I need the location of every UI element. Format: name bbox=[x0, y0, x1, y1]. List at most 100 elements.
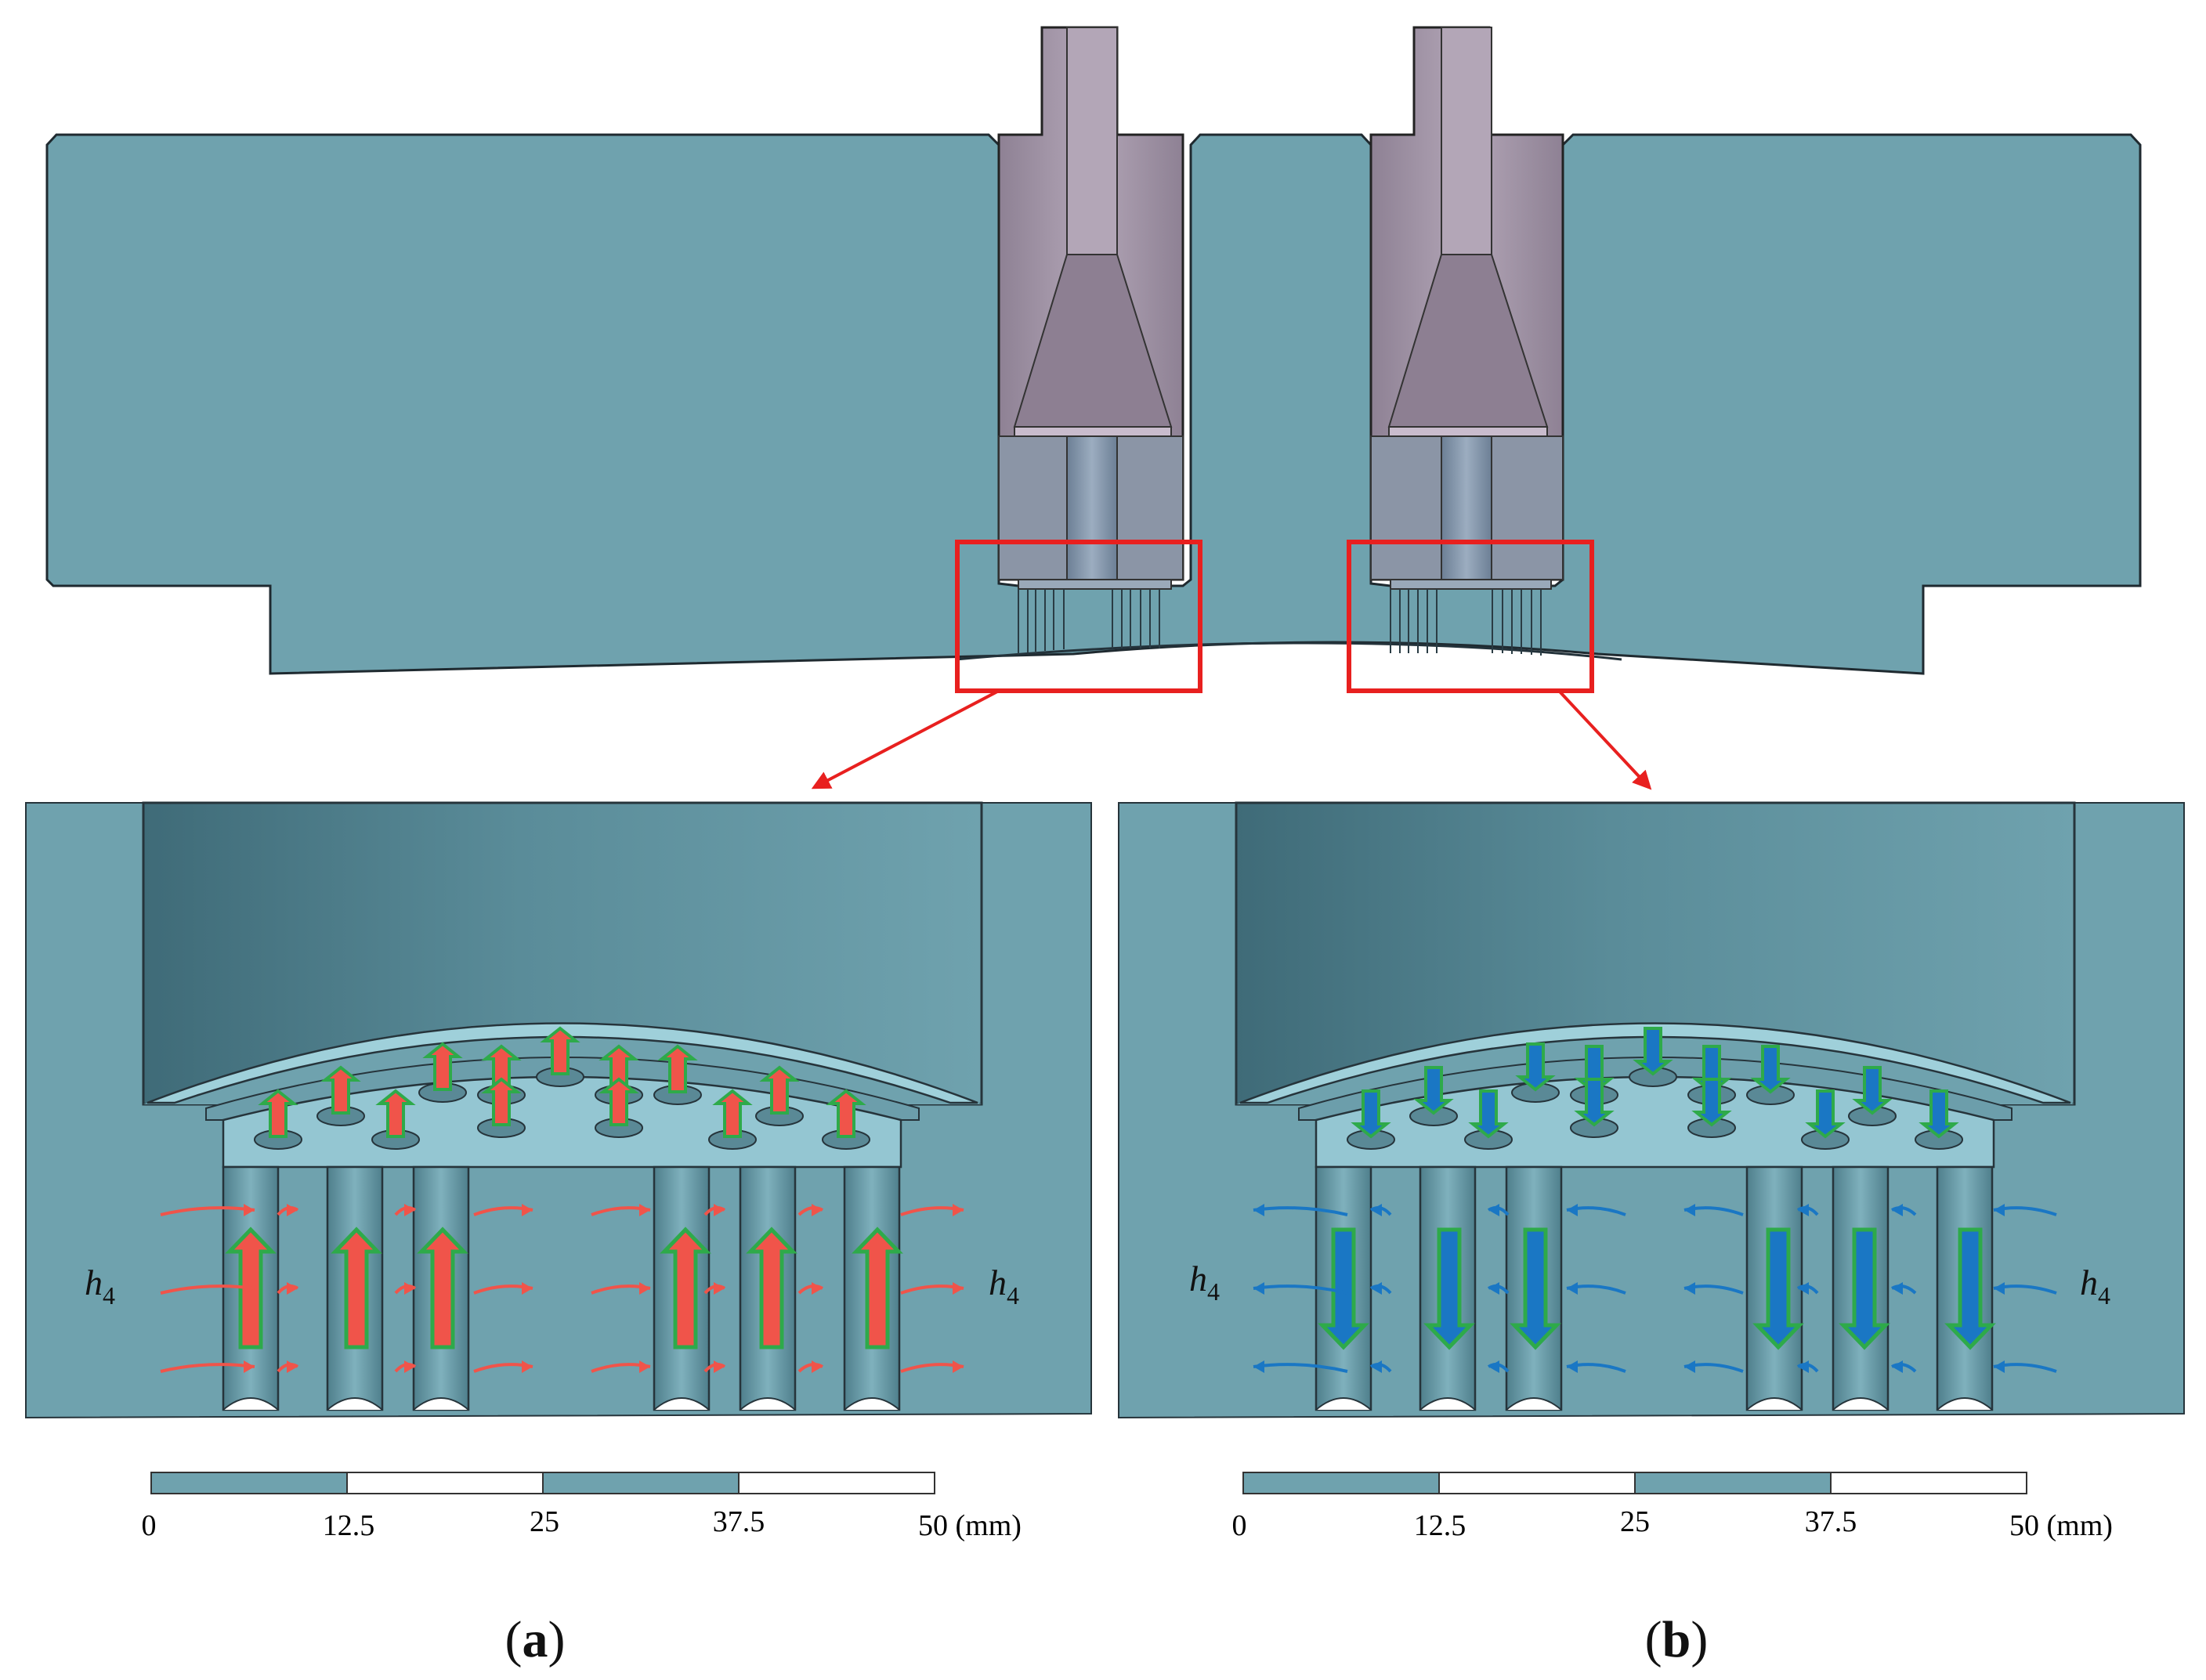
heat-transfer-arrowhead bbox=[1892, 1204, 1903, 1216]
flow-arrow-small bbox=[540, 1026, 580, 1075]
part-cavity-line bbox=[955, 641, 1622, 661]
heat-transfer-arrowhead bbox=[1994, 1282, 2005, 1295]
heat-transfer-arrowhead bbox=[953, 1204, 964, 1216]
detail-panel-b: h4 h4 bbox=[1118, 801, 2185, 1419]
scale-tick: 25 bbox=[1620, 1505, 1650, 1538]
zoom-arrow-right bbox=[1557, 689, 1652, 790]
pipe-opening bbox=[1315, 1397, 1372, 1411]
scale-tick: 50 (mm) bbox=[918, 1509, 1022, 1542]
heat-transfer-arrowhead bbox=[1253, 1204, 1264, 1216]
heat-transfer-arrowhead bbox=[714, 1282, 725, 1295]
highlight-box-left bbox=[955, 540, 1202, 693]
scale-tick: 37.5 bbox=[1805, 1505, 1857, 1538]
pipe-opening bbox=[1832, 1397, 1889, 1411]
pipe-opening bbox=[844, 1397, 900, 1411]
flow-arrow-small bbox=[1413, 1066, 1454, 1115]
heat-transfer-arrowhead bbox=[1994, 1204, 2005, 1216]
heat-transfer-arrowhead bbox=[812, 1204, 823, 1216]
heat-transfer-arrowhead bbox=[1892, 1360, 1903, 1373]
scale-bar-a: 0 12.5 25 37.5 50 (mm) bbox=[142, 1472, 1022, 1542]
flow-arrow-large bbox=[852, 1227, 903, 1349]
top-cross-section bbox=[45, 26, 2142, 790]
flow-arrow-small bbox=[826, 1089, 866, 1138]
pipe-opening bbox=[653, 1397, 710, 1411]
heat-transfer-arrowhead bbox=[1488, 1204, 1499, 1216]
heat-transfer-arrowhead bbox=[1488, 1360, 1499, 1373]
scale-tick: 12.5 bbox=[1414, 1509, 1466, 1542]
flow-arrow-small bbox=[258, 1089, 298, 1138]
heat-transfer-arrowhead bbox=[404, 1360, 415, 1373]
pipe-opening bbox=[1506, 1397, 1562, 1411]
heat-transfer-arrowhead bbox=[522, 1282, 533, 1295]
scale-tick: 37.5 bbox=[713, 1505, 765, 1538]
heat-transfer-arrowhead bbox=[522, 1360, 533, 1373]
pipe-opening bbox=[413, 1397, 469, 1411]
flow-arrow-small bbox=[481, 1077, 522, 1126]
h4-label-right: h4 bbox=[989, 1263, 1019, 1310]
flow-arrow-large bbox=[1944, 1227, 1996, 1350]
heat-transfer-arrowhead bbox=[522, 1204, 533, 1216]
flow-arrow-small bbox=[375, 1089, 416, 1138]
heat-transfer-arrowhead bbox=[1798, 1204, 1809, 1216]
heat-transfer-arrowhead bbox=[714, 1204, 725, 1216]
flow-arrow-small bbox=[1515, 1042, 1556, 1092]
flow-arrow-small bbox=[657, 1044, 698, 1093]
pipe-opening bbox=[327, 1397, 383, 1411]
heat-transfer-arrowhead bbox=[244, 1360, 255, 1373]
flow-arrow-large bbox=[746, 1227, 797, 1349]
h4-label-left: h4 bbox=[1189, 1259, 1220, 1306]
heat-transfer-arrowhead bbox=[953, 1282, 964, 1295]
heat-transfer-arrowhead bbox=[287, 1360, 298, 1373]
flow-arrow-large bbox=[660, 1227, 711, 1349]
scale-bar-b: 0 12.5 25 37.5 50 (mm) bbox=[1232, 1472, 2113, 1542]
heat-transfer-arrowhead bbox=[404, 1282, 415, 1295]
heat-transfer-arrowhead bbox=[953, 1360, 964, 1373]
detail-panel-a: h4 h4 bbox=[25, 801, 1092, 1419]
heat-transfer-arrowhead bbox=[1371, 1360, 1382, 1373]
flow-arrow-small bbox=[1633, 1027, 1673, 1076]
flow-arrow-small bbox=[1852, 1066, 1893, 1115]
heat-transfer-arrowhead bbox=[244, 1204, 255, 1216]
heat-transfer-arrowhead bbox=[812, 1282, 823, 1295]
heat-transfer-arrowhead bbox=[639, 1204, 650, 1216]
flow-arrow-large bbox=[1318, 1227, 1369, 1350]
mold-body bbox=[45, 133, 2142, 675]
flow-arrow-small bbox=[759, 1065, 800, 1115]
pipe-opening bbox=[740, 1397, 796, 1411]
heat-transfer-arrowhead bbox=[1253, 1360, 1264, 1373]
heat-transfer-arrowhead bbox=[244, 1282, 255, 1295]
zoom-arrow-left bbox=[811, 689, 1000, 789]
heat-transfer-arrowhead bbox=[1798, 1360, 1809, 1373]
flow-arrow-large bbox=[331, 1227, 382, 1349]
flow-arrow-small bbox=[1351, 1089, 1391, 1139]
highlight-box-right bbox=[1347, 540, 1594, 693]
scale-tick: 12.5 bbox=[323, 1509, 375, 1542]
pipe-opening bbox=[1419, 1397, 1476, 1411]
heat-transfer-arrowhead bbox=[1371, 1204, 1382, 1216]
h4-label-left: h4 bbox=[85, 1263, 115, 1310]
heat-transfer-arrowhead bbox=[639, 1360, 650, 1373]
heat-transfer-arrowhead bbox=[1684, 1282, 1695, 1295]
heat-transfer-arrowhead bbox=[404, 1204, 415, 1216]
flow-arrow-small bbox=[1468, 1089, 1509, 1139]
heat-transfer-arrowhead bbox=[1488, 1282, 1499, 1295]
h4-label-right: h4 bbox=[2080, 1263, 2110, 1310]
flow-arrow-small bbox=[1574, 1078, 1615, 1127]
heat-transfer-arrowhead bbox=[1684, 1204, 1695, 1216]
cooling-pins-left bbox=[1018, 589, 1160, 654]
heat-transfer-arrowhead bbox=[1253, 1282, 1264, 1295]
panel-label-b: (b) bbox=[1645, 1611, 1709, 1668]
flow-arrow-small bbox=[712, 1089, 753, 1138]
heat-transfer-arrowhead bbox=[287, 1282, 298, 1295]
heat-transfer-arrowhead bbox=[639, 1282, 650, 1295]
hot-runner-nozzle-left bbox=[997, 26, 1184, 654]
flow-arrow-large bbox=[1423, 1227, 1475, 1350]
heat-transfer-arrowhead bbox=[1994, 1360, 2005, 1373]
flow-arrow-small bbox=[1918, 1089, 1959, 1139]
pipe-opening bbox=[1746, 1397, 1803, 1411]
flow-arrow-small bbox=[422, 1042, 463, 1091]
flow-arrow-small bbox=[599, 1077, 639, 1126]
flow-arrow-large bbox=[1839, 1227, 1890, 1350]
hot-runner-nozzle-right bbox=[1369, 26, 1564, 656]
